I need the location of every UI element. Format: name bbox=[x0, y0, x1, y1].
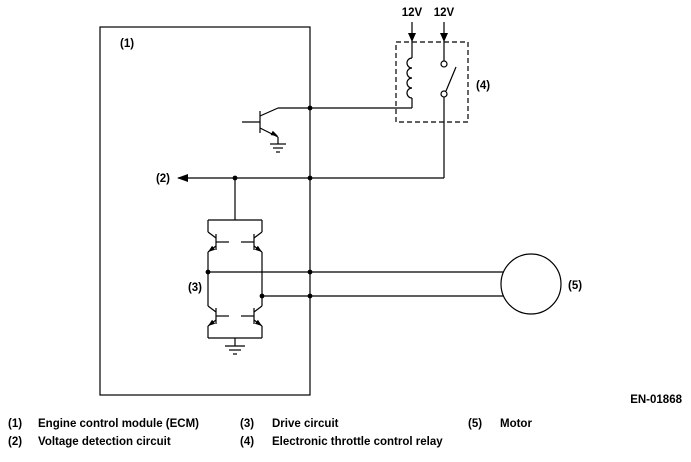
legend-num-4: (4) bbox=[240, 436, 255, 448]
legend-num-2: (2) bbox=[8, 436, 23, 448]
drive-transistor bbox=[242, 107, 279, 144]
motor-circle bbox=[500, 253, 562, 315]
legend-label-3: Drive circuit bbox=[272, 418, 339, 430]
legend-num-1: (1) bbox=[8, 418, 23, 430]
relay-switch bbox=[440, 60, 457, 178]
label-relay: (4) bbox=[476, 80, 490, 92]
label-motor: (5) bbox=[568, 280, 582, 292]
ecm-outline bbox=[99, 26, 311, 396]
label-drive: (3) bbox=[188, 282, 202, 294]
legend-label-2: Voltage detection circuit bbox=[38, 436, 171, 448]
ground-symbol-top bbox=[270, 143, 286, 153]
supply-arrow-left-icon bbox=[408, 33, 416, 42]
label-voltage-detection: (2) bbox=[156, 173, 170, 185]
bridge-arrow-tl-icon bbox=[208, 245, 216, 252]
supply-arrow-right-icon bbox=[440, 33, 448, 42]
transistor-emitter-arrow-icon bbox=[270, 130, 278, 136]
bridge-arrow-br-icon bbox=[254, 319, 262, 326]
h-bridge bbox=[207, 178, 263, 346]
legend-num-3: (3) bbox=[240, 418, 255, 430]
junction-dots bbox=[205, 105, 313, 299]
relay-coil bbox=[406, 57, 413, 108]
ground-symbol-bridge bbox=[225, 345, 245, 355]
label-supply-right: 12V bbox=[434, 7, 455, 19]
legend-num-5: (5) bbox=[468, 418, 483, 430]
label-ecm: (1) bbox=[120, 38, 134, 50]
legend-label-1: Engine control module (ECM) bbox=[38, 418, 199, 430]
bridge-arrow-bl-icon bbox=[208, 319, 216, 326]
bridge-arrow-tr-icon bbox=[254, 245, 262, 252]
motor-wires bbox=[208, 271, 515, 297]
legend-label-4: Electronic throttle control relay bbox=[272, 436, 443, 448]
legend-label-5: Motor bbox=[500, 418, 532, 430]
relay-dashed-box bbox=[395, 41, 469, 123]
doc-number: EN-01868 bbox=[630, 394, 682, 406]
circuit-diagram: (1) 12V 12V (4) (2) (3) (5) EN-01868 bbox=[99, 7, 683, 406]
label-supply-left: 12V bbox=[402, 7, 423, 19]
voltage-detection-arrow-icon bbox=[177, 174, 188, 182]
